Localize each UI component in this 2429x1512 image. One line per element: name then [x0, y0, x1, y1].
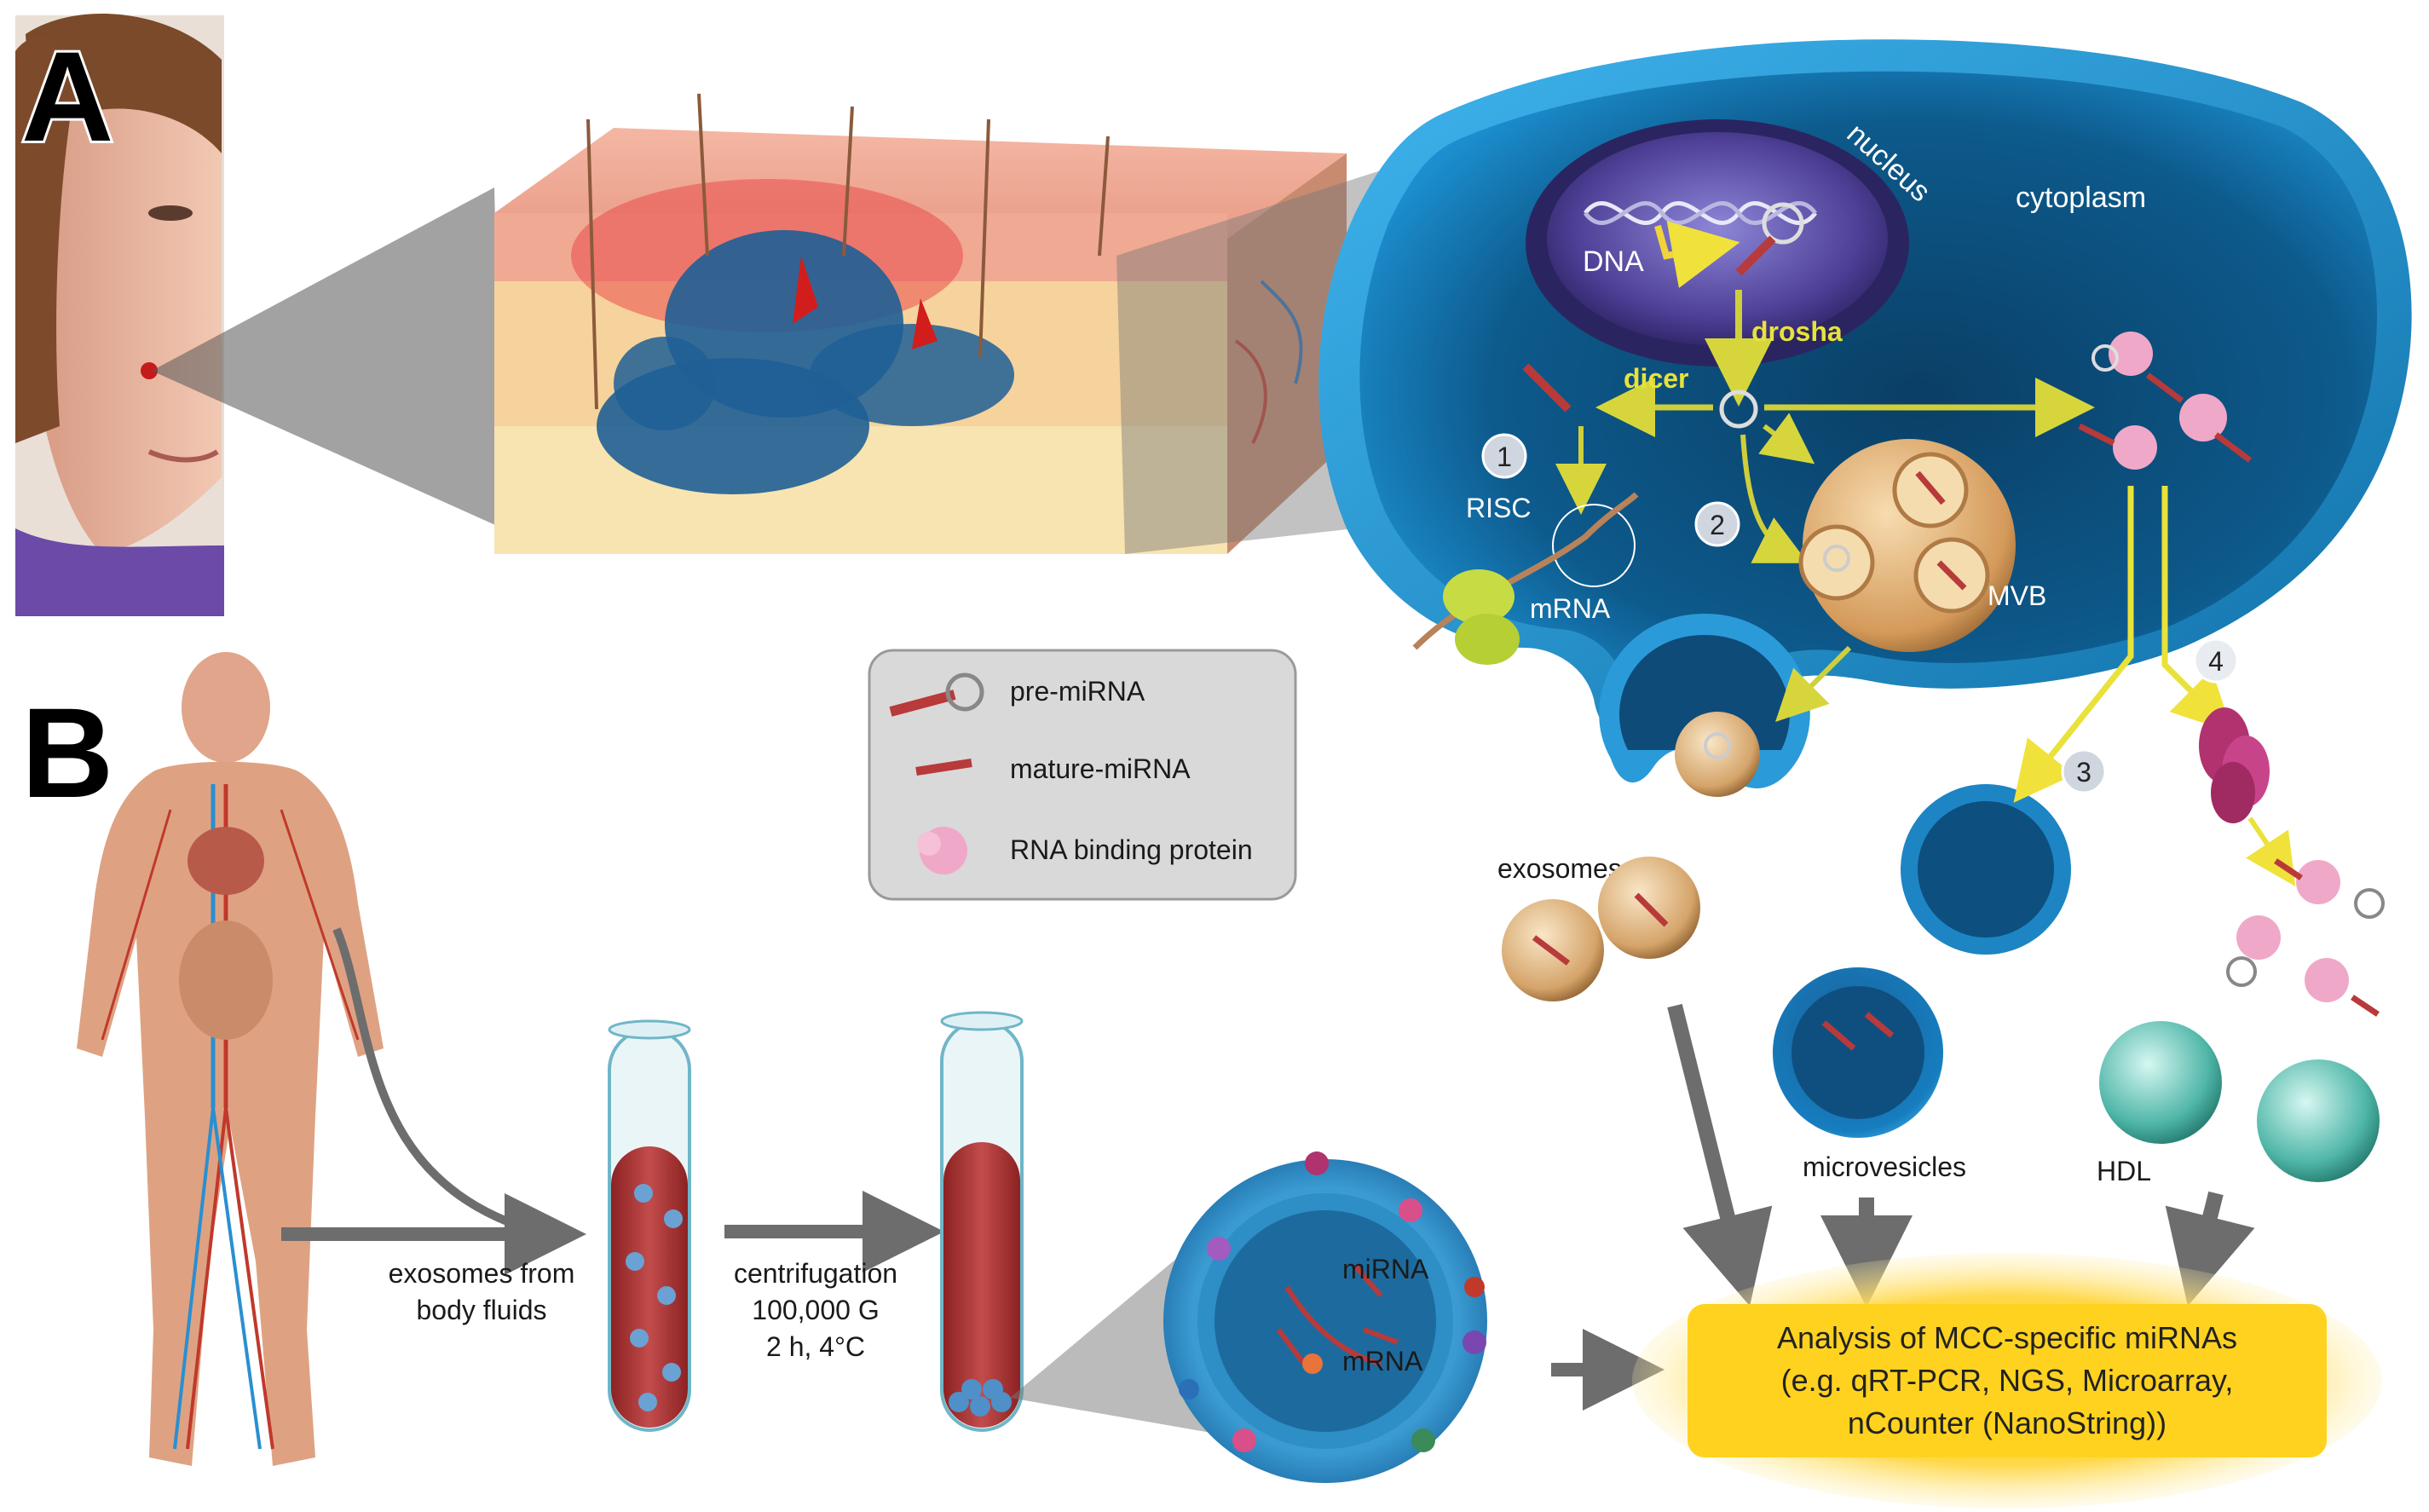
analysis-line3: nCounter (NanoString))	[1848, 1405, 2166, 1440]
arrow-to-mvb-2	[1758, 413, 1815, 465]
released-rbp	[2226, 858, 2385, 1017]
step-3-badge	[2061, 748, 2107, 794]
skin-tissue-block	[494, 93, 1347, 554]
panel-label-b: B	[21, 681, 113, 824]
mvb-label: MVB	[1988, 580, 2046, 611]
step-1-number: 1	[1497, 441, 1512, 472]
cytoplasm-label: cytoplasm	[2016, 182, 2146, 214]
exosome-mrna-label: mRNA	[1342, 1346, 1423, 1376]
step-4-badge	[2193, 638, 2239, 684]
legend-rbp: RNA binding protein	[1010, 834, 1253, 865]
arrow-mvb-to-exo	[1775, 645, 1852, 722]
arrow-step4	[2161, 486, 2233, 733]
exosome-mirna-label: miRNA	[1342, 1254, 1429, 1284]
mv-mirna	[1821, 1012, 1895, 1051]
rna-binding-protein-icon	[917, 827, 967, 874]
big-exosome	[1163, 1151, 1487, 1483]
legend-pre-mirna: pre-miRNA	[1010, 676, 1145, 707]
ribosome	[1443, 569, 1520, 665]
analysis-box	[1632, 1253, 2382, 1509]
exosomes-label: exosomes	[1497, 853, 1622, 884]
membrane-transporter	[2199, 707, 2270, 823]
pre-mirna-cytoplasm	[1719, 390, 1758, 429]
step-2-number: 2	[1710, 510, 1725, 540]
hdl-1	[2099, 1021, 2222, 1144]
dna-label: DNA	[1583, 245, 1644, 278]
arrow-step3	[2013, 486, 2134, 803]
arrow-exo-analysis	[1667, 1003, 1773, 1307]
microvesicles-label: microvesicles	[1803, 1151, 1966, 1182]
dicer-label: dicer	[1624, 363, 1688, 394]
mvb	[1798, 439, 2016, 652]
analysis-line2: (e.g. qRT-PCR, NGS, Microarray,	[1781, 1363, 2234, 1398]
microvesicle-inner	[1791, 986, 1924, 1119]
nucleus	[1526, 119, 1909, 366]
step-1-badge	[1481, 433, 1527, 479]
arrow-hdl-analysis	[2165, 1191, 2255, 1307]
step1-line1: exosomes from	[389, 1258, 575, 1289]
step-2-badge	[1694, 501, 1740, 547]
tube-2	[940, 1011, 1024, 1432]
hdl-label: HDL	[2097, 1156, 2151, 1186]
pre-mirna-icon	[889, 672, 984, 717]
risc-complex	[1552, 504, 1636, 587]
sampling-tube-line	[332, 927, 547, 1238]
step-4-number: 4	[2208, 646, 2224, 677]
mature-mirna-cyto	[1522, 363, 1572, 413]
step2-line2: 100,000 G	[752, 1295, 879, 1325]
step-3-number: 3	[2076, 757, 2091, 788]
step1-line2: body fluids	[417, 1295, 547, 1325]
mature-mirna-icon	[915, 759, 972, 776]
mrna-cell-label: mRNA	[1530, 593, 1611, 624]
exo-mirna-2	[1634, 892, 1669, 927]
drosha-label: drosha	[1751, 316, 1843, 347]
legend	[868, 649, 1297, 901]
panel-label-a: A	[21, 25, 113, 168]
patient-photo	[15, 14, 224, 616]
hdl-2	[2257, 1059, 2380, 1182]
exo-mirna-1	[1532, 935, 1571, 966]
step2-line3: 2 h, 4°C	[766, 1331, 865, 1362]
zoom-cone-b	[1116, 170, 1381, 554]
analysis-line1: Analysis of MCC-specific miRNAs	[1777, 1320, 2237, 1355]
human-body	[77, 652, 384, 1466]
risc-label: RISC	[1466, 493, 1531, 523]
rbp-cluster	[2078, 332, 2253, 470]
step2-line1: centrifugation	[734, 1258, 897, 1289]
zoom-cone-a	[152, 188, 503, 528]
exosome-in-pocket	[1675, 712, 1760, 797]
tube-1	[608, 1019, 691, 1432]
mrna-strand	[1412, 492, 1639, 650]
legend-mature-mirna: mature-miRNA	[1010, 753, 1191, 784]
arrow-to-mvb	[1740, 434, 1809, 563]
